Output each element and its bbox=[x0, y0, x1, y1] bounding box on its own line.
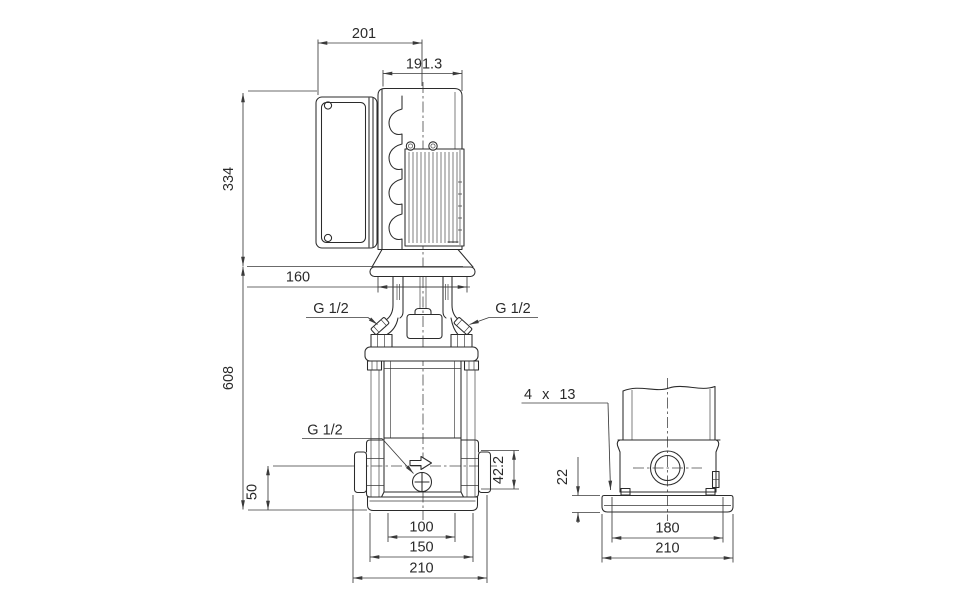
label-drain-plug: G 1/2 bbox=[302, 423, 414, 474]
dim-motor-depth: 191.3 bbox=[382, 57, 463, 91]
label-base-bolt-holes: 4 x 13 bbox=[521, 387, 613, 491]
side-port-block bbox=[616, 439, 720, 493]
side-sleeve bbox=[617, 385, 721, 441]
dim-label-discharge-port-height: 42.2 bbox=[491, 456, 507, 484]
screw-icon bbox=[323, 233, 333, 243]
dim-base-width-outer: 210 bbox=[352, 495, 488, 583]
drain-plug-label: G 1/2 bbox=[307, 423, 342, 439]
tie-rod-nut-left bbox=[366, 360, 383, 371]
front-base bbox=[366, 491, 479, 512]
pump-head bbox=[364, 307, 479, 362]
side-base bbox=[601, 487, 734, 513]
motor-fin-pack bbox=[404, 148, 465, 247]
tie-rod-nut-right bbox=[463, 360, 480, 371]
dim-label-base-width-inner: 100 bbox=[409, 520, 433, 536]
head-flange bbox=[364, 346, 479, 362]
side-plug bbox=[711, 470, 720, 489]
dim-motor-height: 334 bbox=[221, 90, 463, 267]
dim-label-motor-depth: 191.3 bbox=[406, 57, 442, 73]
dim-discharge-port-height: 42.2 bbox=[481, 450, 519, 490]
screw-icon bbox=[323, 101, 333, 110]
dim-label-base-width-outer: 210 bbox=[409, 561, 433, 577]
break-line bbox=[622, 385, 716, 392]
tie-rods bbox=[370, 370, 476, 497]
side-view: 4 x 13 22 180 210 bbox=[521, 378, 734, 563]
dim-motor-width: 201 bbox=[317, 26, 423, 95]
dim-label-base-plate-thickness: 22 bbox=[555, 469, 571, 485]
dim-label-motor-height: 334 bbox=[221, 167, 237, 191]
plug-boss-left bbox=[370, 333, 393, 348]
dim-base-depth-outer: 210 bbox=[601, 514, 734, 563]
port-flange-left bbox=[353, 451, 368, 494]
label-vent-plug-left: G 1/2 bbox=[306, 301, 378, 325]
dim-label-port-centerline-height: 50 bbox=[245, 484, 261, 500]
motor-control-box bbox=[315, 96, 378, 249]
fin-profile bbox=[388, 95, 403, 250]
pump-sleeve bbox=[366, 360, 480, 497]
vent-plug-left bbox=[370, 317, 390, 335]
port-flange-right bbox=[477, 451, 492, 494]
dim-label-base-depth-outer: 210 bbox=[655, 541, 679, 557]
dim-base-width-mid: 150 bbox=[369, 513, 474, 562]
dim-label-base-width-mid: 150 bbox=[409, 540, 433, 556]
base-bolt-holes-label: 4 x 13 bbox=[524, 387, 576, 403]
dim-label-pump-height: 608 bbox=[221, 366, 237, 390]
dim-port-centerline-height: 50 bbox=[245, 465, 352, 510]
dim-stool-width: 160 bbox=[247, 270, 470, 293]
dim-label-motor-width: 201 bbox=[352, 26, 376, 42]
dim-label-base-depth-inner: 180 bbox=[655, 521, 679, 537]
dim-base-plate-thickness: 22 bbox=[555, 457, 600, 523]
flow-arrow-icon bbox=[409, 455, 433, 471]
drain-plug bbox=[409, 455, 433, 493]
dim-base-depth-inner: 180 bbox=[611, 497, 724, 543]
motor-stool bbox=[369, 248, 476, 323]
side-centerlines bbox=[633, 378, 702, 521]
port-left bbox=[353, 439, 385, 498]
vent-plug-right bbox=[453, 317, 473, 335]
dim-label-stool-width: 160 bbox=[286, 270, 310, 286]
plug-boss-right bbox=[450, 333, 473, 348]
dim-base-width-inner: 100 bbox=[387, 513, 456, 542]
cable-gland-icon bbox=[405, 141, 438, 151]
vent-plug-right-label: G 1/2 bbox=[495, 301, 530, 317]
motor-body bbox=[377, 87, 465, 250]
side-port-circle bbox=[649, 450, 686, 486]
port-right bbox=[460, 439, 492, 498]
front-view: 201 191.3 334 608 160 G 1/2 bbox=[221, 26, 538, 583]
label-vent-plug-right: G 1/2 bbox=[469, 301, 538, 325]
vent-plug-left-label: G 1/2 bbox=[313, 301, 348, 317]
